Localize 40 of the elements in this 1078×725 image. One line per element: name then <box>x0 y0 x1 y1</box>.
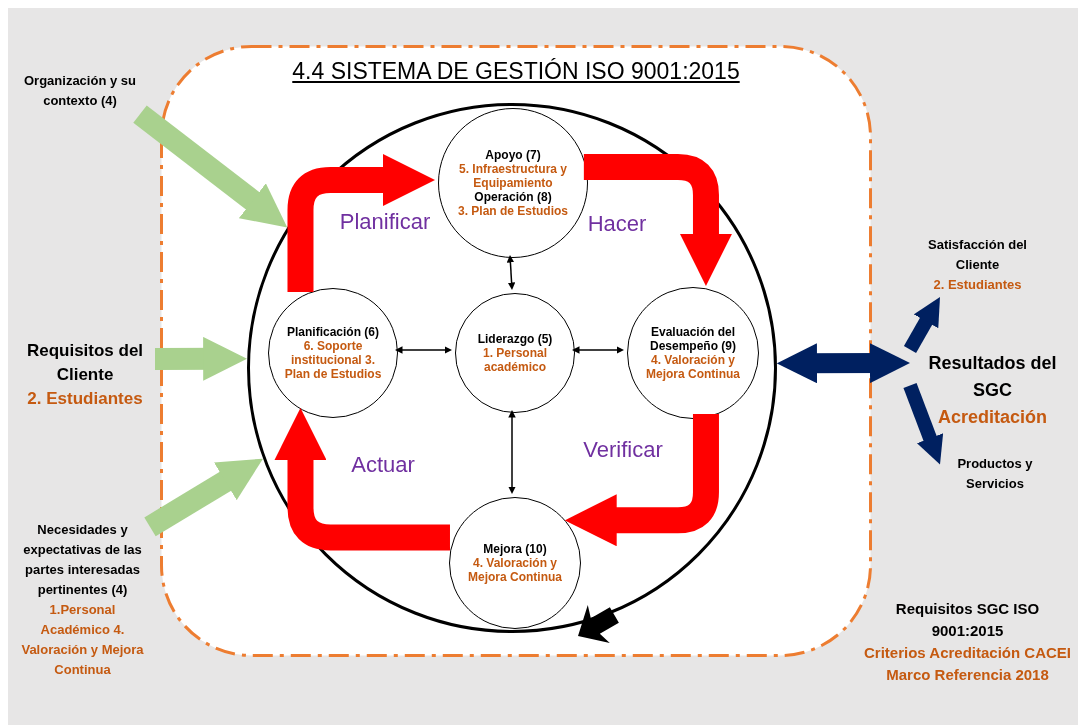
note-text: 2. Estudiantes <box>933 275 1022 294</box>
note-text: Acreditación <box>938 405 1047 429</box>
circle-note: 1. Personal académico <box>481 346 548 374</box>
arrow <box>144 458 263 537</box>
edge-label: Planificar <box>339 208 431 234</box>
arrow <box>508 410 516 494</box>
note-text: Criterios Acreditación CACEI Marco Referencia 2018 <box>863 643 1072 685</box>
circle-title: Mejora (10) <box>483 542 547 556</box>
note-text: 1.Personal Académico 4. Valoración y Mejora Continua <box>20 601 145 679</box>
edge-label: Hacer <box>587 210 647 236</box>
arrow <box>133 105 288 228</box>
edge-label: Actuar <box>351 451 415 477</box>
circle-note: 3. Plan de Estudios <box>457 204 568 218</box>
arrow <box>583 154 732 286</box>
circle-title: Apoyo (7) <box>485 148 541 162</box>
circle-note: 4. Valoración y Mejora Continua <box>645 353 741 381</box>
input-text: Resultados del SGC <box>927 351 1058 402</box>
circle-note: 4. Valoración y Mejora Continua <box>467 556 563 584</box>
circle-title: Planificación (6) <box>286 325 379 339</box>
arrow <box>572 346 624 354</box>
circle-note: 6. Soporte institucional 3. Plan de Estudios <box>283 339 383 381</box>
note-text: Requisitos SGC ISO 9001:2015 <box>894 599 1041 641</box>
arrow <box>154 336 248 381</box>
circle-title: Operación (8) <box>474 190 552 204</box>
arrow <box>506 255 516 290</box>
diagram-title: 4.4 SISTEMA DE GESTIÓN ISO 9001:2015 <box>292 57 740 85</box>
input-text: Satisfacción del Cliente <box>927 235 1028 274</box>
input-text: Productos y Servicios <box>956 455 1034 493</box>
arrow <box>287 154 435 293</box>
circle-title: Liderazgo (5) <box>477 332 553 346</box>
input-text: Organización y su contexto (4) <box>23 72 137 110</box>
input-text: Requisitos del Cliente <box>25 340 145 386</box>
arrow <box>776 343 910 384</box>
note-text: 2. Estudiantes <box>27 388 143 410</box>
arrow <box>395 346 452 354</box>
arrow <box>274 407 450 551</box>
edge-label: Verificar <box>583 436 663 462</box>
circle-title: Evaluación del Desempeño (9) <box>649 325 737 353</box>
input-text: Necesidades y expectativas de las partes interesadas pertinentes (4) <box>22 521 143 599</box>
circle-note: 5. Infraestructura y Equipamiento <box>457 162 568 190</box>
